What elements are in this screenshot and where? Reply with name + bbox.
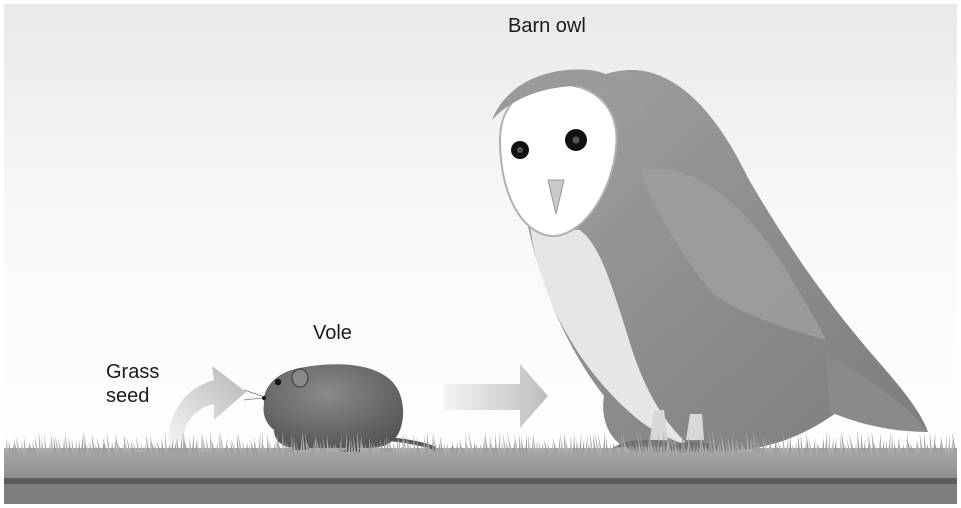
ground-shadow-line: [4, 478, 957, 484]
vole-label: Vole: [313, 321, 352, 345]
grass-seed-label-line1: Grass: [106, 360, 159, 384]
grass-seed-label: Grass seed: [106, 360, 159, 408]
ground-base: [4, 484, 957, 504]
grass-seed-label-line2: seed: [106, 384, 159, 408]
ground-strip: [4, 448, 957, 482]
barn-owl-label: Barn owl: [508, 14, 586, 38]
